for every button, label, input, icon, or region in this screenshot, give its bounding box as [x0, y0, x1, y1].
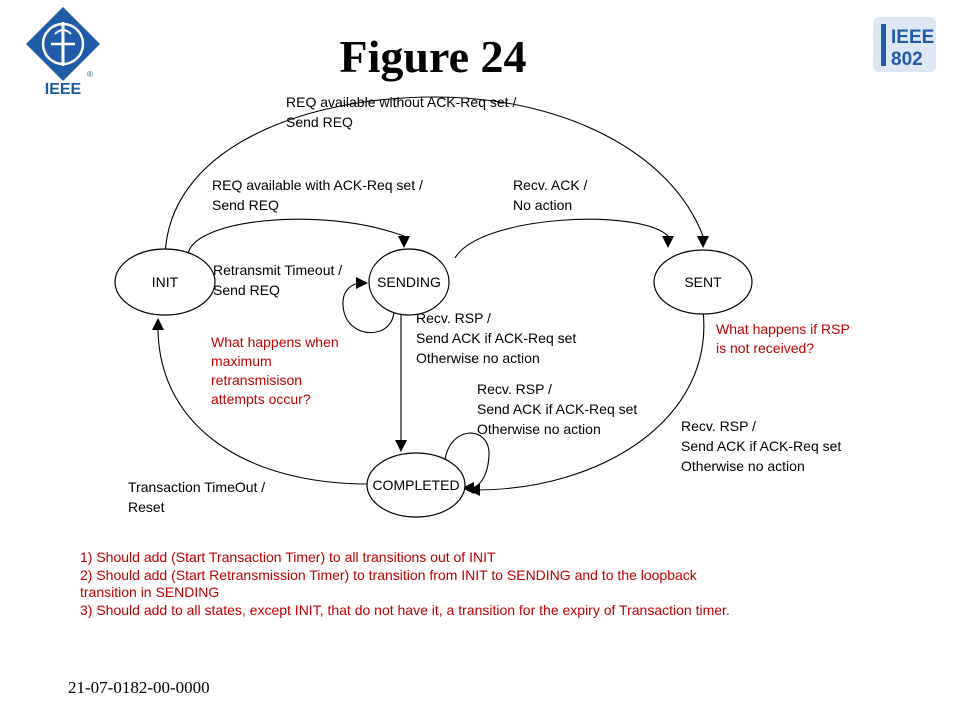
- comment-sending-line1: What happens when: [211, 334, 339, 350]
- ieee-802-line2: 802: [891, 49, 923, 70]
- label-sent-to-completed-line2: Send ACK if ACK-Req set: [681, 438, 841, 454]
- edge-init-to-sent: [164, 96, 704, 261]
- note-item: 3) Should add to all states, except INIT…: [80, 601, 730, 618]
- label-init-to-sent-line1: REQ available without ACK-Req set /: [286, 94, 516, 110]
- label-completed-to-init: Transaction TimeOut / Reset: [128, 479, 269, 515]
- arrowhead-sending-to-completed: [395, 440, 407, 452]
- state-completed-label: COMPLETED: [372, 477, 459, 493]
- label-completed-to-init-line1: Transaction TimeOut /: [128, 479, 265, 495]
- label-sending-to-completed: Recv. RSP / Send ACK if ACK-Req set Othe…: [416, 310, 580, 366]
- comment-sending-line2: maximum: [211, 353, 272, 369]
- comment-sent-line2: is not received?: [716, 340, 814, 356]
- label-sending-to-completed-line3: Otherwise no action: [416, 350, 540, 366]
- note-item: 2) Should add (Start Retransmission Time…: [80, 566, 697, 583]
- ieee-802-line1: IEEE: [891, 27, 934, 48]
- label-sending-loop: Retransmit Timeout / Send REQ: [213, 262, 346, 298]
- comment-sending: What happens when maximum retransmisison…: [211, 334, 343, 407]
- label-completed-to-init-line2: Reset: [128, 499, 165, 515]
- state-sent-label: SENT: [684, 274, 722, 290]
- state-sent: [653, 249, 753, 315]
- label-init-to-sent: REQ available without ACK-Req set / Send…: [286, 94, 520, 130]
- slide-footer: 21-07-0182-00-0000: [68, 678, 210, 697]
- label-sending-to-completed-line1: Recv. RSP /: [416, 310, 491, 326]
- label-sent-to-completed-line3: Otherwise no action: [681, 458, 805, 474]
- comment-sent: What happens if RSP is not received?: [716, 321, 854, 356]
- state-sending: [368, 248, 450, 316]
- edge-completed-loop: [444, 432, 490, 489]
- edge-completed-to-init: [157, 329, 369, 485]
- label-sent-to-completed-line1: Recv. RSP /: [681, 418, 756, 434]
- label-completed-loop-line1: Recv. RSP /: [477, 381, 552, 397]
- notes-list: 1) Should add (Start Transaction Timer) …: [80, 549, 730, 619]
- edge-sending-loop: [342, 282, 395, 334]
- label-sending-to-sent: Recv. ACK / No action: [513, 177, 591, 213]
- arrowhead-sending-loop: [356, 277, 368, 289]
- state-completed: [366, 452, 466, 518]
- arrowhead-completed-to-init: [152, 318, 164, 330]
- label-sending-to-sent-line2: No action: [513, 197, 572, 213]
- ieee-802-logo: IEEE 802: [872, 16, 938, 79]
- note-item: transition in SENDING: [80, 584, 220, 600]
- label-sending-loop-line1: Retransmit Timeout /: [213, 262, 342, 278]
- edge-sent-to-completed: [475, 309, 705, 491]
- comment-sent-line1: What happens if RSP: [716, 321, 850, 337]
- arrowhead-init-to-sending: [398, 236, 410, 248]
- ieee-logo: ® IEEE: [20, 4, 106, 101]
- state-sending-label: SENDING: [377, 274, 441, 290]
- label-init-to-sending-line2: Send REQ: [212, 197, 279, 213]
- label-completed-loop-line3: Otherwise no action: [477, 421, 601, 437]
- arrowhead-sending-to-sent: [662, 236, 674, 248]
- comment-sending-line3: retransmisison: [211, 372, 302, 388]
- label-sending-to-sent-line1: Recv. ACK /: [513, 177, 588, 193]
- slide-title: Figure 24: [339, 31, 527, 82]
- svg-text:®: ®: [87, 70, 93, 79]
- label-init-to-sending-line1: REQ available with ACK-Req set /: [212, 177, 423, 193]
- edge-sending-to-sent: [454, 218, 669, 259]
- edge-init-to-sending: [187, 218, 405, 257]
- label-sending-loop-line2: Send REQ: [213, 282, 280, 298]
- state-init: [114, 248, 216, 316]
- comment-sending-line4: attempts occur?: [211, 391, 311, 407]
- state-init-label: INIT: [152, 274, 179, 290]
- label-completed-loop: Recv. RSP / Send ACK if ACK-Req set Othe…: [477, 381, 641, 437]
- note-item: 1) Should add (Start Transaction Timer) …: [80, 549, 496, 565]
- arrowhead-init-to-sent: [697, 236, 709, 248]
- label-completed-loop-line2: Send ACK if ACK-Req set: [477, 401, 637, 417]
- arrowhead-sent-to-completed: [468, 484, 480, 496]
- label-sent-to-completed: Recv. RSP / Send ACK if ACK-Req set Othe…: [681, 418, 845, 474]
- label-sending-to-completed-line2: Send ACK if ACK-Req set: [416, 330, 576, 346]
- ieee-diamond-icon: ®: [26, 7, 100, 81]
- label-init-to-sending: REQ available with ACK-Req set / Send RE…: [212, 177, 427, 213]
- label-init-to-sent-line2: Send REQ: [286, 114, 353, 130]
- ieee-logo-text: IEEE: [45, 81, 82, 96]
